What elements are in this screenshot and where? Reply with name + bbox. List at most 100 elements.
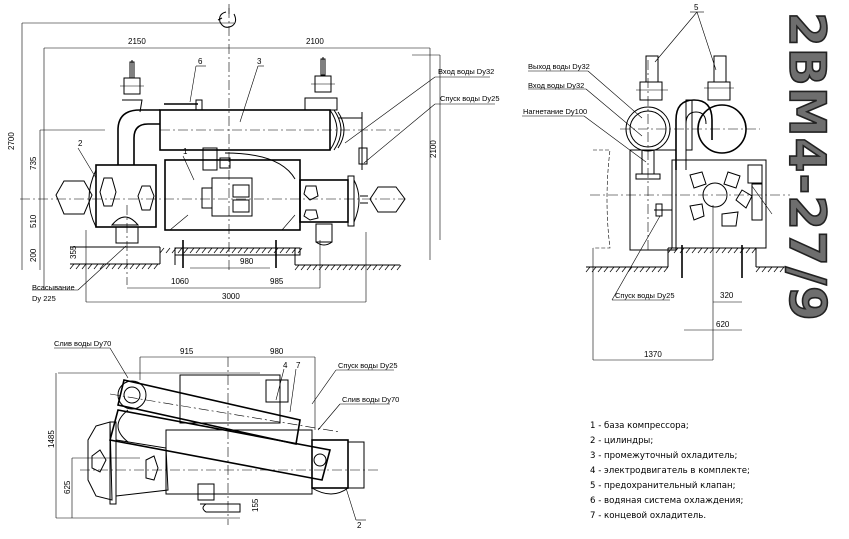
hatch-line [297,247,303,254]
hatch-line [354,264,360,271]
callout-6: 6 [198,57,203,66]
hatch-line [372,264,378,271]
hatch-line [591,266,597,273]
legend-item: 3 - промежуточный охладитель; [590,451,737,461]
hatch-line [324,264,330,271]
ground-hatch [69,247,402,271]
hatch-line [177,247,183,254]
hatch-line [285,247,291,254]
hatch-line [727,247,733,254]
dim-735: 735 [29,156,38,170]
hatch-line [93,263,99,270]
dim-980: 980 [240,257,254,266]
hatch-line [129,263,135,270]
label-water-out: Выход воды Dy32 [528,62,590,71]
hatch-line [621,266,627,273]
hatch-line [201,247,207,254]
legend-item: 6 - водяная система охлаждения; [590,496,743,506]
hatch-line [330,264,336,271]
hatch-line [312,264,318,271]
callout-5: 5 [694,3,699,12]
label-water-drain: Спуск воды Dy25 [440,94,500,103]
hatch-line [663,266,669,273]
hatch-line [703,247,709,254]
dim-2700: 2700 [7,132,16,150]
hatch-line [673,247,679,254]
dim-2150: 2150 [128,37,146,46]
callout-7: 7 [296,361,301,370]
hatch-line [81,263,87,270]
hatch-line [261,247,267,254]
hatch-line [733,247,739,254]
hatch-line [366,264,372,271]
label-suction-dy: Dy 225 [32,294,56,303]
hatch-line [597,266,603,273]
label-water-drain-top: Спуск воды Dy25 [338,361,398,370]
hatch-line [105,263,111,270]
hatch-line [87,263,93,270]
dim-2100-top: 2100 [306,37,324,46]
hatch-line [171,247,177,254]
dim-620: 620 [716,320,730,329]
hatch-line [773,266,779,273]
hatch-line [691,247,697,254]
hatch-line [195,247,201,254]
hatch-line [243,247,249,254]
hatch-line [111,263,117,270]
legend-item: 2 - цилиндры; [590,436,653,446]
dim-2100-side: 2100 [429,140,438,158]
hatch-line [291,247,297,254]
hatch-line [255,247,261,254]
label-suction: Всасывание [32,283,75,292]
hatch-line [585,266,591,273]
hatch-line [153,263,159,270]
side-view: 5 Выход воды Dy32 Вход воды Dy32 Нагнета… [522,3,790,361]
hatch-line [603,266,609,273]
hatch-line [213,247,219,254]
callout-3: 3 [257,57,262,66]
legend-item: 1 - база компрессора; [590,421,689,431]
hatch-line [755,266,761,273]
hatch-line [237,247,243,254]
hatch-line [267,247,273,254]
hatch-line [165,247,171,254]
hatch-line [667,247,673,254]
hatch-line [609,266,615,273]
hatch-line [294,264,300,271]
hatch-line [183,247,189,254]
hatch-line [99,263,105,270]
callout-2-top: 2 [357,521,362,530]
hatch-line [709,247,715,254]
hatch-line [378,264,384,271]
hatch-line [633,266,639,273]
hatch-line [715,247,721,254]
hatch-line [348,264,354,271]
hatch-line [751,247,757,254]
hatch-line [779,266,785,273]
label-drain-left: Слив воды Dy70 [54,339,111,348]
dim-200: 200 [29,248,38,262]
hatch-line [721,247,727,254]
hatch-line [761,266,767,273]
dim-1485: 1485 [47,430,56,448]
legend-item: 7 - концевой охладитель. [590,511,706,521]
hatch-line [231,247,237,254]
model-title: 2ВМ4-27/9 [778,12,836,322]
hatch-line [396,264,402,271]
hatch-line [685,247,691,254]
callout-1: 1 [183,147,188,156]
dim-3000: 3000 [222,292,240,301]
hatch-line [159,247,165,254]
label-water-drain-side: Спуск воды Dy25 [615,291,675,300]
hatch-line [679,247,685,254]
crane-hook-icon [217,4,237,28]
hatch-line [141,263,147,270]
hatch-line [147,263,153,270]
hatch-line [739,247,745,254]
hatch-line [657,266,663,273]
dim-625: 625 [63,480,72,494]
dim-355: 355 [69,245,78,259]
hatch-line [697,247,703,254]
front-view: 2150 2100 2700 735 510 200 355 2100 980 … [7,4,500,303]
